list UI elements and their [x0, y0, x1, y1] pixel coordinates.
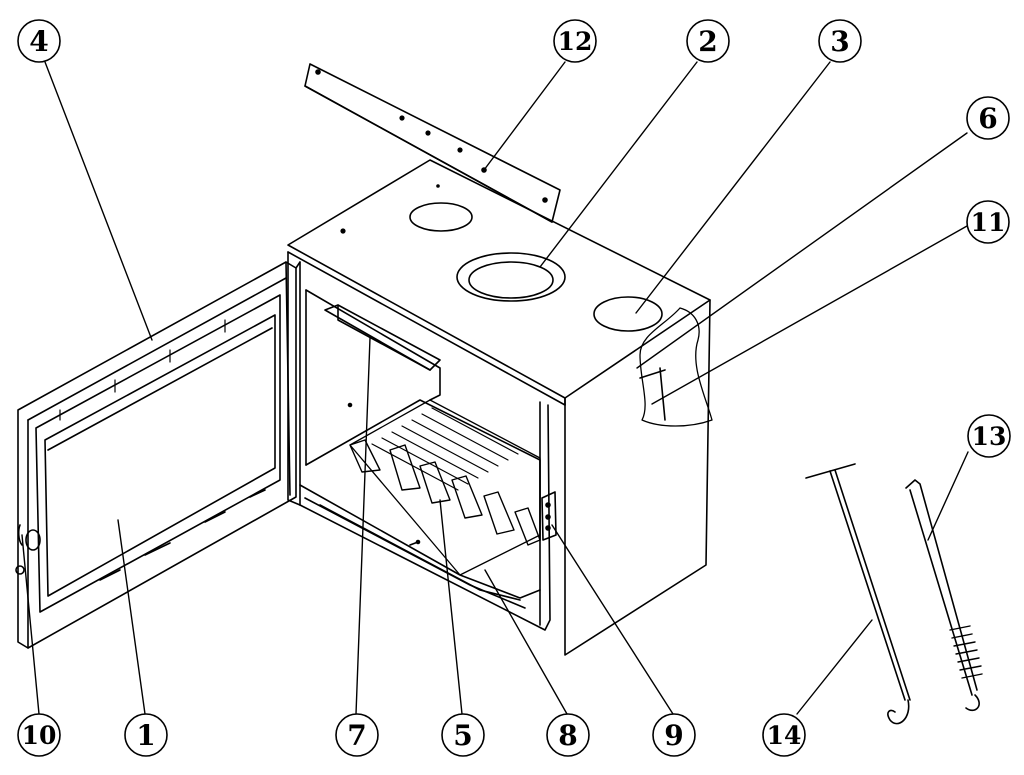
callout-7: 7 [335, 713, 379, 757]
callout-4: 4 [17, 19, 61, 63]
callout-label: 3 [830, 25, 849, 58]
callout-label: 9 [664, 719, 683, 752]
firebox-interior [299, 289, 557, 609]
callout-label: 7 [347, 719, 366, 752]
part-13-hook-tool [905, 479, 983, 712]
callout-label: 10 [22, 721, 57, 750]
callout-6: 6 [966, 96, 1010, 140]
top-openings [409, 202, 663, 332]
firebox-body [287, 159, 713, 656]
callout-14: 14 [762, 713, 806, 757]
callout-11: 11 [966, 200, 1010, 244]
callout-label: 12 [558, 27, 593, 56]
callout-label: 4 [29, 25, 48, 58]
callout-5: 5 [441, 713, 485, 757]
callout-8: 8 [546, 713, 590, 757]
callout-1: 1 [124, 713, 168, 757]
callout-9: 9 [652, 713, 696, 757]
part-12-deflector-plate [304, 63, 561, 223]
callout-label: 11 [971, 208, 1006, 237]
door [15, 261, 301, 649]
callout-12: 12 [553, 19, 597, 63]
callout-label: 5 [453, 719, 472, 752]
callout-10: 10 [17, 713, 61, 757]
leader-lines [21, 61, 969, 715]
callout-label: 1 [136, 719, 155, 752]
callout-label: 14 [767, 721, 802, 750]
callout-label: 13 [972, 422, 1007, 451]
callout-label: 6 [978, 102, 997, 135]
callout-3: 3 [818, 19, 862, 63]
callout-label: 2 [698, 25, 717, 58]
callout-label: 8 [558, 719, 577, 752]
callout-2: 2 [686, 19, 730, 63]
callout-13: 13 [967, 414, 1011, 458]
part-14-poker [805, 463, 911, 725]
